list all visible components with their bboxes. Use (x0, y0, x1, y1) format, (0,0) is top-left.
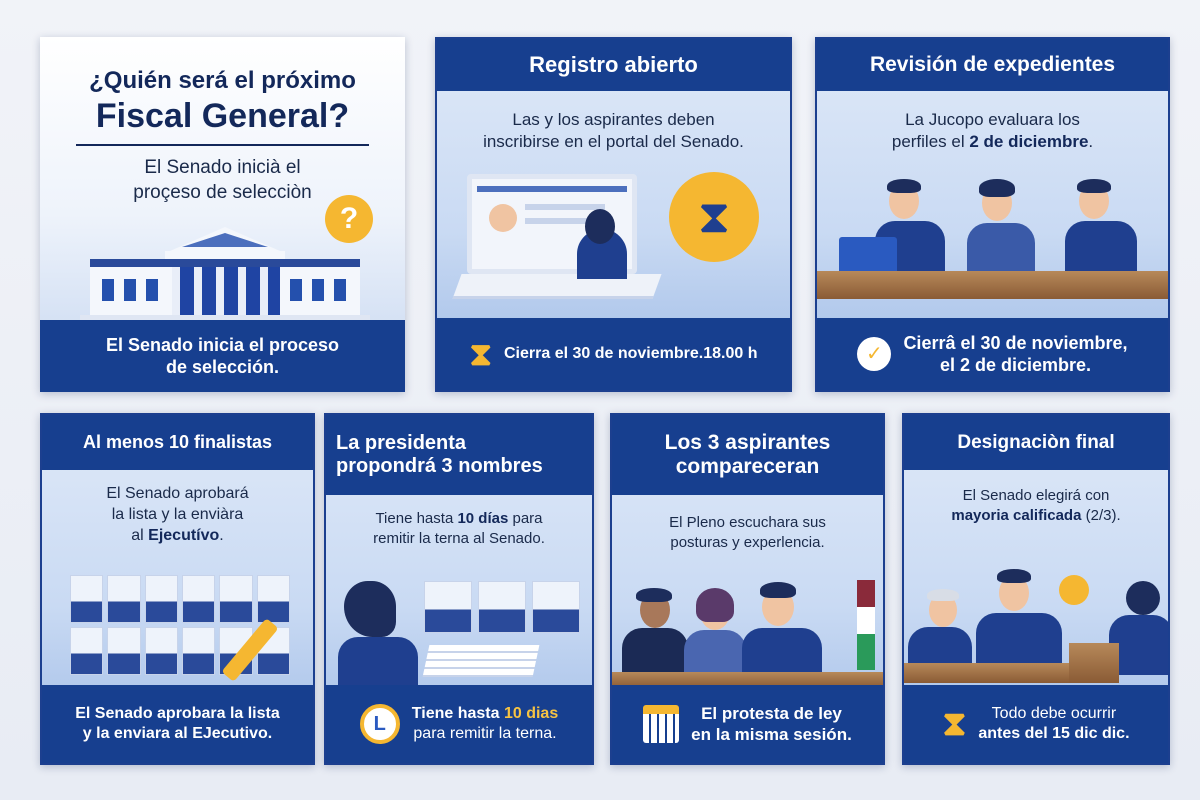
hourglass-icon: ⧗ (469, 336, 492, 372)
intro-footer-line2: de selección. (165, 357, 280, 377)
finalistas-subtitle: El Senado aprobará la lista y la enviàra… (42, 484, 313, 546)
finalistas-footer: El Senado aprobara la lista y la enviara… (42, 685, 313, 763)
comparecencia-footer-line2: en la mismа sesión. (691, 725, 852, 744)
presidenta-header: La presidenta propondrá 3 nombres (326, 415, 592, 495)
registro-subtitle: Las y los aspirantes deben inscribirse e… (437, 109, 790, 153)
committee-illustration (817, 179, 1168, 319)
comparecencia-subtitle: El Pleno escuchara sus posturas y experl… (612, 513, 883, 552)
intro-title-line1: ¿Quién será el próximo (89, 67, 356, 94)
revision-footer-line1: Cierrâ el 30 de noviembre, (903, 332, 1128, 353)
comparecencia-header: Los 3 aspirantes compareceran (612, 415, 883, 495)
comparecencia-subtitle-line1: El Pleno escuchara sus (669, 514, 826, 531)
presidenta-footer-pre: Tiene hasta (411, 705, 504, 722)
designacion-footer-line2: antes del 15 dic dic. (978, 725, 1130, 742)
presidenta-subtitle-bold: 10 días (457, 510, 509, 527)
comparecencia-header-line1: Los 3 aspirantes (664, 430, 831, 454)
designation-illustration (904, 565, 1168, 685)
panel-registro: Registro abierto Las y los aspirantes de… (435, 37, 792, 392)
finalistas-subtitle-pre: al (131, 526, 149, 544)
flag-icon (857, 580, 875, 670)
laptop-illustration (452, 174, 667, 314)
designacion-header: Designaciòn final (904, 415, 1168, 470)
intro-subtitle-line2: proçeso de selecciòn (133, 181, 312, 203)
designacion-subtitle-bold: mayoria calificada (951, 506, 1082, 524)
comparecencia-header-line2: compareceran (675, 455, 820, 478)
presidenta-subtitle-post: para (508, 510, 543, 527)
finalistas-subtitle-line2: la lista y la enviàra (111, 505, 244, 523)
designacion-footer: ⧗ Todo debe ocurrir antes del 15 dic dic… (904, 685, 1168, 763)
checklist-icon: ✓ (857, 337, 892, 371)
clock-icon: L (359, 704, 400, 744)
comparecencia-footer: El protesta de ley en la mismа sesión. (612, 685, 883, 763)
finalistas-footer-line1: El Senado aprobara la lista (75, 705, 280, 722)
intro-footer: El Senado inicia el proceso de selección… (40, 320, 405, 392)
finalistas-subtitle-line1: El Senado aprobará (106, 485, 249, 502)
designacion-subtitle-line1: El Senado elegirá con (962, 487, 1110, 504)
intro-footer-line1: El Senado inicia el proceso (105, 334, 340, 355)
revision-header: Revisión de expedientes (817, 39, 1168, 91)
presidenta-subtitle: Tiene hasta 10 días para remitir la tern… (326, 509, 592, 548)
presidenta-subtitle-pre: Tiene hasta (375, 510, 458, 527)
panel-comparecencia: Los 3 aspirantes compareceran El Pleno e… (610, 413, 885, 765)
presidenta-footer-line2: para remitir la terna. (413, 725, 557, 742)
comparecencia-footer-line1: El protesta de ley (701, 703, 842, 723)
presidenta-header-line2: propondrá 3 nombres (336, 455, 543, 477)
finalistas-subtitle-bold: Ejecutívo (148, 526, 220, 544)
panel-presidenta: La presidenta propondrá 3 nombres Tiene … (324, 413, 594, 765)
revision-footer: ✓ Cierrâ el 30 de noviembre, el 2 de dic… (817, 318, 1168, 390)
presidenta-footer: L Tiene hasta 10 dias para remitir la te… (326, 685, 592, 763)
divider (76, 144, 369, 146)
calendar-icon (643, 705, 680, 743)
intro-title-line2: Fiscal General? (95, 97, 350, 135)
registro-footer-text: Cierra el 30 de noviembre.18.00 h (504, 345, 758, 362)
registro-subtitle-line1: Las y los aspirantes deben (512, 110, 715, 129)
finalistas-footer-line2: y la enviara al EJecutivo. (82, 725, 273, 742)
revision-subtitle: La Jucopo evaluara los perfiles el 2 de … (817, 109, 1168, 153)
speech-bubble-icon (1059, 575, 1089, 605)
designacion-subtitle-post: (2/3). (1081, 506, 1121, 524)
registro-subtitle-line2: inscribirse en el portal del Senado. (483, 132, 744, 152)
revision-subtitle-line1: La Jucopo evaluara los (905, 110, 1080, 129)
intro-subtitle-line1: El Senado inicià el (144, 157, 301, 178)
comparecencia-subtitle-line2: posturas y experlencia. (670, 533, 825, 551)
hourglass-icon: ⧗ (669, 172, 759, 262)
revision-footer-line2: el 2 de diciembre. (939, 355, 1092, 375)
registro-header: Registro abierto (437, 39, 790, 91)
panel-designacion: Designaciòn final El Senado elegirá con … (902, 413, 1170, 765)
hearing-illustration (612, 580, 883, 690)
question-mark-icon: ? (325, 195, 373, 243)
candidate-photos-grid (70, 575, 290, 675)
registro-footer: ⧗ Cierra el 30 de noviembre.18.00 h (437, 318, 790, 390)
panel-intro: ¿Quién será el próximo Fiscal General? E… (40, 37, 405, 392)
panel-revision: Revisión de expedientes La Jucopo evalua… (815, 37, 1170, 392)
designacion-footer-line1: Todo debe ocurrir (991, 705, 1117, 722)
presidenta-subtitle-line2: remitir la terna al Senado. (373, 529, 545, 547)
designacion-subtitle: El Senado elegirá con mayoria calificada… (904, 486, 1168, 525)
revision-subtitle-date: 2 de diciembre (969, 132, 1089, 152)
revision-subtitle-pre: perfiles el (891, 132, 970, 152)
panel-finalistas: Al menos 10 finalistas El Senado aprobar… (40, 413, 315, 765)
senate-building-illustration (80, 227, 370, 327)
president-illustration (326, 575, 592, 697)
intro-subtitle: El Senado inicià el proçeso de selecciòn (40, 156, 405, 205)
presidenta-footer-accent: 10 dias (503, 705, 559, 722)
hourglass-icon: ⧗ (942, 704, 967, 743)
finalistas-subtitle-post: . (219, 526, 224, 544)
presidenta-header-line1: La presidenta (336, 432, 467, 454)
finalistas-header: Al menos 10 finalistas (42, 415, 313, 470)
revision-subtitle-post: . (1088, 132, 1094, 152)
